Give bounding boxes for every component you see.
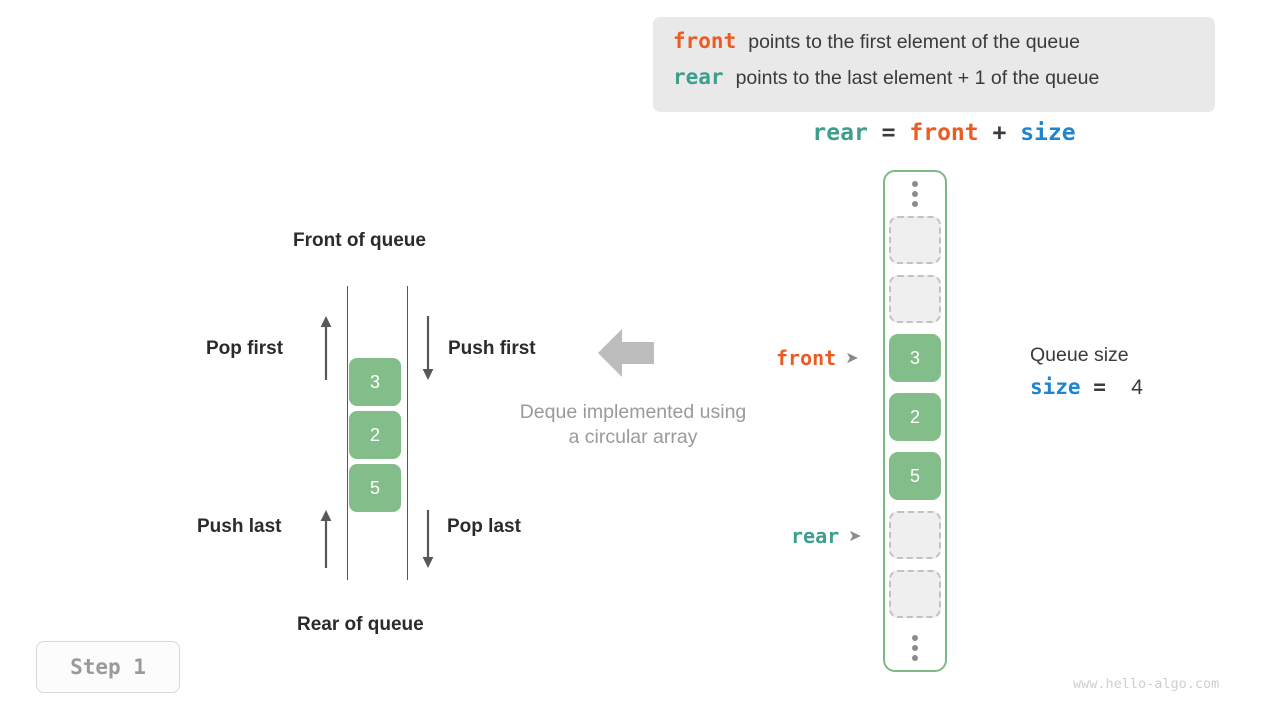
array-cell-3: 2 [889,393,941,441]
rear-pointer-arrow-icon: ➤ [848,528,862,545]
pointer-legend-box: front points to the first element of the… [653,17,1215,112]
push-last-arrow-up-icon [320,510,332,568]
array-cell-5 [889,511,941,559]
push-first-label: Push first [448,338,536,359]
rear-formula: rear = front + size [663,120,1225,146]
array-cell-0 [889,216,941,264]
rear-of-queue-label: Rear of queue [297,614,424,635]
array-cell-6 [889,570,941,618]
legend-text-front: points to the first element of the queue [748,31,1080,53]
step-badge: Step 1 [36,641,180,693]
array-cell-1 [889,275,941,323]
rear-pointer: rear ➤ [791,524,862,548]
pop-last-arrow-down-icon [422,510,434,568]
queue-size-block: Queue size size = 4 [1030,344,1143,400]
deque-caption: Deque implemented using a circular array [493,400,773,450]
queue-size-value: 4 [1131,376,1143,399]
left-block-arrow-icon [598,329,654,377]
push-first-arrow-down-icon [422,316,434,380]
pop-last-label: Pop last [447,516,521,537]
queue-size-title: Queue size [1030,344,1129,366]
deque-caption-line2: a circular array [568,426,698,448]
watermark: www.hello-algo.com [1073,676,1220,692]
legend-keyword-front: front [673,29,737,53]
deque-caption-line1: Deque implemented using [519,401,747,423]
queue-size-equals: = [1093,375,1106,399]
deque-cell-2: 5 [349,464,401,512]
deque-rail-left [347,286,348,580]
rear-pointer-label: rear [791,524,840,548]
front-of-queue-label: Front of queue [293,230,426,251]
legend-text-rear: points to the last element + 1 of the qu… [735,67,1100,89]
front-pointer: front ➤ [776,346,859,370]
queue-size-expression: size = 4 [1030,375,1143,400]
deque-rail-right [407,286,408,580]
front-pointer-label: front [776,346,837,370]
legend-row-rear: rear points to the last element + 1 of t… [673,65,1197,101]
pop-first-arrow-up-icon [320,316,332,380]
pop-first-label: Pop first [206,338,284,359]
formula-rear: rear [812,120,868,146]
formula-plus: + [992,120,1007,146]
deque-cell-1: 2 [349,411,401,459]
queue-size-var: size [1030,375,1081,399]
formula-equals: = [881,120,896,146]
array-cell-2: 3 [889,334,941,382]
push-last-label: Push last [197,516,282,537]
array-cell-4: 5 [889,452,941,500]
legend-keyword-rear: rear [673,65,724,89]
deque-cell-0: 3 [349,358,401,406]
legend-row-front: front points to the first element of the… [673,29,1197,65]
front-pointer-arrow-icon: ➤ [845,350,859,367]
array-ellipsis-top-icon [910,181,920,211]
array-ellipsis-bottom-icon [910,635,920,665]
formula-front: front [909,120,979,146]
circular-array-container [883,170,947,672]
formula-size: size [1020,120,1076,146]
